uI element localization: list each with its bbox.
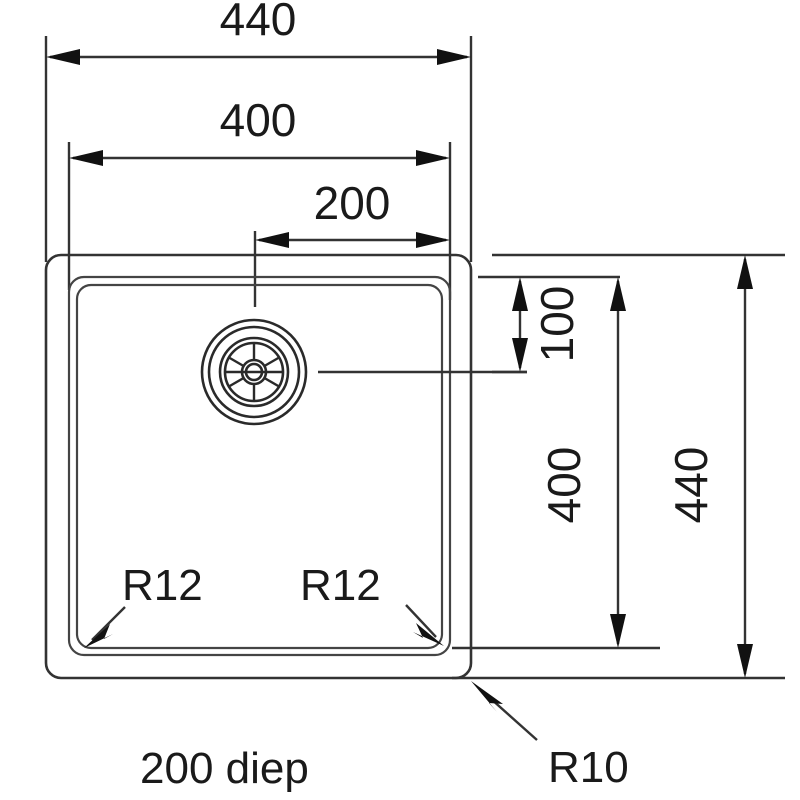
dimension-right-inner-400: 400 [538, 277, 626, 648]
leader-line-r12-right [405, 604, 437, 638]
radius-callout-r10: R10 [471, 681, 629, 792]
depth-note-label: 200 diep [140, 744, 309, 793]
extension-lines-top [44, 36, 473, 307]
sink-outer-rim [44, 253, 473, 680]
arrowhead-r12-left [84, 624, 113, 648]
dim-label-440-top: 440 [220, 0, 297, 45]
dimension-drain-offset-x-200: 200 [255, 177, 450, 248]
arrowhead-right-440-top [437, 49, 471, 65]
extension-lines-right [452, 253, 785, 680]
dim-label-440-right: 440 [665, 447, 717, 524]
dim-label-400-top: 400 [220, 94, 297, 146]
sink-bowl-inner [75, 283, 444, 650]
drain-third-ring [218, 336, 290, 408]
arrowhead-left-440-top [46, 49, 80, 65]
drain-strainer-icon [200, 318, 308, 426]
dimension-top-outer-440: 440 [46, 0, 471, 65]
dim-label-200-top: 200 [314, 177, 391, 229]
dimension-top-inner-400: 400 [69, 94, 450, 166]
dim-label-400-right: 400 [538, 447, 590, 524]
arrowhead-top-400-right [610, 277, 626, 311]
arrowhead-top-100 [512, 277, 528, 311]
arrowhead-left-400-top [69, 150, 103, 166]
radius-callout-left-r12: R12 [84, 561, 203, 648]
arrowhead-top-440-right [737, 255, 753, 289]
sink-body [44, 253, 473, 680]
arrowhead-bottom-400-right [610, 614, 626, 648]
drain-spoke-6 [228, 356, 245, 368]
arrowhead-right-200-top [416, 232, 450, 248]
drain-spoke-5 [263, 376, 280, 388]
radius-label-r12-right: R12 [300, 561, 381, 610]
radius-label-r10: R10 [548, 743, 629, 792]
arrowhead-bottom-100 [512, 338, 528, 372]
arrowhead-r12-right [413, 623, 444, 646]
leader-drain-to-dim-100 [318, 275, 620, 374]
arrowhead-left-200-top [255, 232, 289, 248]
arrowhead-right-400-top [416, 150, 450, 166]
radius-callout-right-r12: R12 [300, 561, 444, 646]
drain-spoke-3 [263, 356, 280, 368]
drain-second-ring [207, 325, 301, 419]
dimension-right-outer-440: 440 [665, 255, 753, 678]
sink-middle-rim [67, 275, 452, 657]
drain-outer-ring [200, 318, 308, 426]
arrowhead-bottom-440-right [737, 644, 753, 678]
arrowhead-r10 [471, 681, 503, 712]
dimension-drain-offset-y-100: 100 [512, 277, 583, 372]
drain-spokes [225, 343, 283, 401]
dim-label-100: 100 [531, 286, 583, 363]
drain-spoke-4 [228, 376, 245, 388]
leader-line-r12-left [91, 606, 126, 641]
radius-label-r12-left: R12 [122, 561, 203, 610]
